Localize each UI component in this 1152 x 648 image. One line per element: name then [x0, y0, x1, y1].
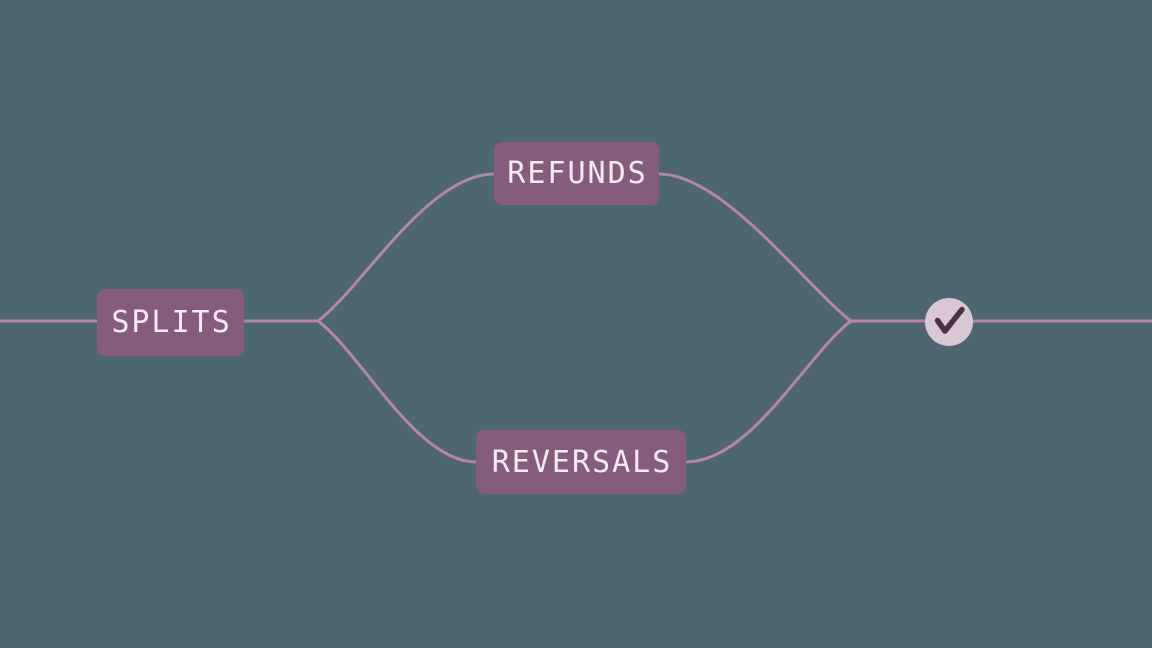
checkmark-icon — [934, 306, 965, 334]
node-splits[interactable]: SPLITS — [97, 289, 244, 356]
node-splits-label: SPLITS — [111, 305, 232, 340]
node-refunds-label: REFUNDS — [507, 156, 648, 191]
connector-splits-to-refunds — [316, 172, 496, 323]
connector-refunds-to-end — [657, 172, 853, 323]
node-reversals-label: REVERSALS — [491, 444, 673, 480]
node-reversals[interactable]: REVERSALS — [476, 430, 686, 494]
connector-splits-to-reversals — [316, 319, 478, 464]
connector-reversals-to-end — [684, 319, 853, 464]
node-complete[interactable] — [925, 298, 973, 346]
node-refunds[interactable]: REFUNDS — [494, 142, 659, 205]
